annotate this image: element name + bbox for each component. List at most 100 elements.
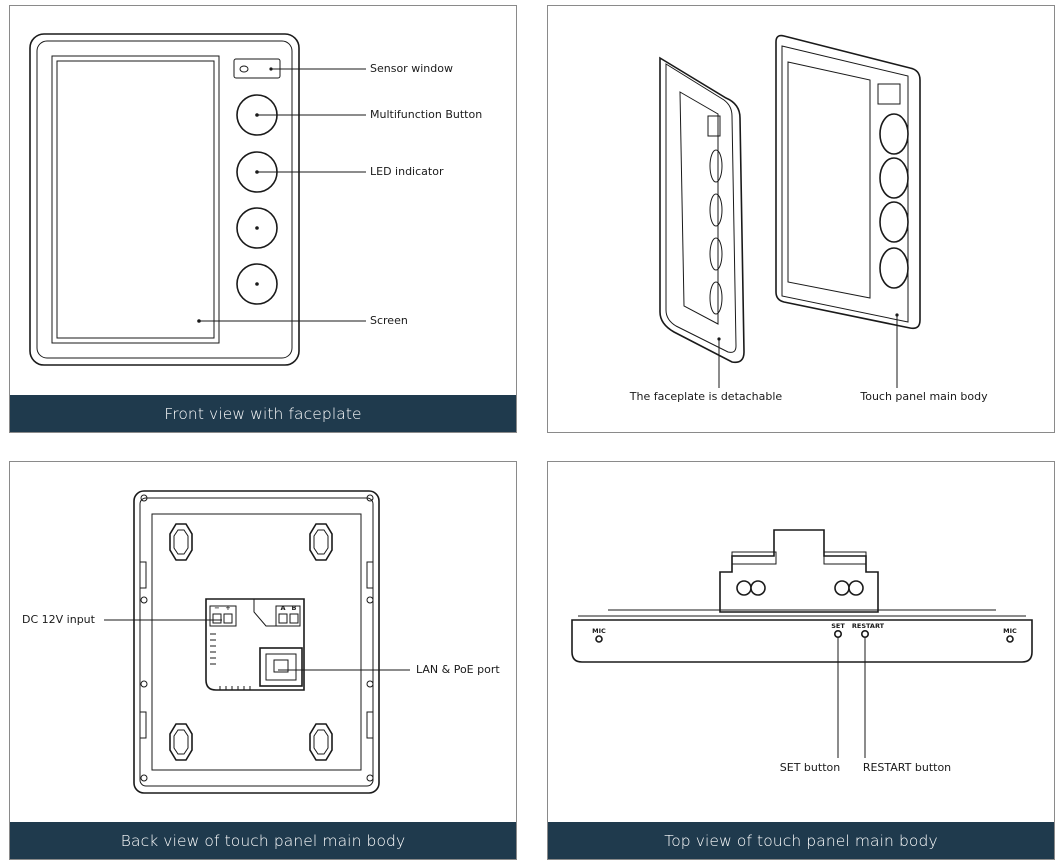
board-pins-bottom bbox=[219, 686, 251, 690]
faceplate-sensor-cutout bbox=[707, 115, 721, 137]
mounting-slot bbox=[309, 523, 333, 561]
lan-port-contacts bbox=[273, 659, 289, 673]
restart-button-label: RESTART button bbox=[863, 761, 951, 774]
dc-minus-mark: − bbox=[214, 604, 219, 612]
mounting-slot bbox=[309, 723, 333, 761]
set-button-label: SET button bbox=[780, 761, 840, 774]
top-view-panel: SET RESTART MIC MIC SET button RESTART b… bbox=[547, 461, 1055, 860]
side-clip bbox=[139, 561, 147, 589]
rear-housing-ledge bbox=[823, 551, 867, 565]
dc-plus-mark: + bbox=[225, 604, 230, 612]
screen-inner bbox=[56, 60, 215, 339]
main-body-screen bbox=[787, 61, 871, 299]
screw-hole bbox=[140, 774, 148, 782]
main-body-illustration bbox=[775, 34, 921, 330]
main-body-button-4 bbox=[879, 247, 909, 289]
rear-housing-outline bbox=[719, 529, 879, 613]
mounting-slot bbox=[169, 523, 193, 561]
back-body-inner bbox=[139, 497, 374, 787]
screw-hole bbox=[366, 680, 374, 688]
rear-port bbox=[834, 580, 850, 596]
rear-port bbox=[736, 580, 752, 596]
screw-hole bbox=[366, 596, 374, 604]
perspective-view-panel: The faceplate is detachable Touch panel … bbox=[547, 5, 1055, 433]
main-body-top bbox=[571, 609, 1033, 663]
main-body-button-3 bbox=[879, 201, 909, 243]
mounting-slot-inner bbox=[313, 529, 329, 555]
side-clip bbox=[366, 561, 374, 589]
faceplate-cutout-3 bbox=[709, 237, 723, 271]
mounting-slot-inner bbox=[173, 529, 189, 555]
rear-port bbox=[848, 580, 864, 596]
dc-terminal-minus bbox=[212, 613, 222, 624]
top-view-caption: Top view of touch panel main body bbox=[548, 822, 1054, 859]
mic-right bbox=[1006, 635, 1014, 643]
faceplate-frame bbox=[659, 56, 745, 364]
screw-hole bbox=[140, 494, 148, 502]
screw-hole bbox=[366, 494, 374, 502]
screw-hole bbox=[140, 680, 148, 688]
led-indicator-label: LED indicator bbox=[370, 165, 444, 178]
board-edge bbox=[253, 599, 276, 627]
rear-housing bbox=[719, 529, 879, 613]
mounting-slot bbox=[169, 723, 193, 761]
screw-hole bbox=[140, 596, 148, 604]
restart-button bbox=[860, 630, 869, 639]
mic-left-mark: MIC bbox=[592, 627, 606, 635]
main-body-button-1 bbox=[879, 113, 909, 155]
mounting-slot-inner bbox=[173, 729, 189, 755]
main-body-inner bbox=[781, 45, 909, 323]
back-view-drawing: − + A B DC 12V input LAN & PoE port bbox=[22, 490, 500, 794]
rear-port bbox=[750, 580, 766, 596]
terminal-b bbox=[289, 613, 299, 624]
faceplate-cutout-2 bbox=[709, 193, 723, 227]
dc-terminal-plus bbox=[223, 613, 233, 624]
sensor-lens bbox=[239, 65, 249, 73]
set-button bbox=[833, 630, 842, 639]
faceplate-inner-outline bbox=[36, 40, 293, 359]
button-4-dot bbox=[255, 282, 259, 286]
faceplate-illustration bbox=[659, 56, 745, 364]
rear-housing-ledge bbox=[731, 551, 777, 565]
dc-terminal-block bbox=[209, 605, 237, 627]
ab-terminal-block bbox=[275, 605, 301, 627]
terminal-b-mark: B bbox=[292, 604, 297, 612]
multifunction-button-label: Multifunction Button bbox=[370, 108, 482, 121]
button-3-dot bbox=[255, 226, 259, 230]
lan-port-label: LAN & PoE port bbox=[416, 663, 500, 676]
faceplate-cutout-1 bbox=[709, 149, 723, 183]
screen-label: Screen bbox=[370, 314, 408, 327]
mounting-slots bbox=[169, 523, 333, 761]
mic-left bbox=[595, 635, 603, 643]
screen-outer bbox=[51, 55, 220, 344]
dc-input-label: DC 12V input bbox=[22, 613, 96, 626]
side-clip bbox=[139, 711, 147, 739]
top-view-drawing: SET RESTART MIC MIC SET button RESTART b… bbox=[571, 529, 1033, 774]
mounting-slot-inner bbox=[313, 729, 329, 755]
faceplate-cutout-4 bbox=[709, 281, 723, 315]
faceplate-outline bbox=[29, 33, 300, 366]
mic-right-mark: MIC bbox=[1003, 627, 1017, 635]
set-mark: SET bbox=[831, 622, 845, 630]
side-clip bbox=[366, 711, 374, 739]
back-plate bbox=[151, 513, 362, 771]
main-body-button-2 bbox=[879, 157, 909, 199]
main-body-top-outline bbox=[571, 619, 1033, 663]
board-pins bbox=[210, 633, 216, 665]
front-view-caption: Front view with faceplate bbox=[10, 395, 516, 432]
terminal-a bbox=[278, 613, 288, 624]
back-view-caption: Back view of touch panel main body bbox=[10, 822, 516, 859]
perspective-view-drawing: The faceplate is detachable Touch panel … bbox=[629, 34, 988, 403]
faceplate-frame-inner bbox=[665, 63, 737, 353]
faceplate-opening bbox=[679, 91, 719, 325]
front-view-drawing: Sensor window Multifunction Button LED i… bbox=[29, 33, 482, 366]
main-body-sensor bbox=[877, 83, 901, 105]
screw-holes bbox=[140, 494, 374, 782]
lan-port-opening bbox=[265, 653, 297, 681]
front-view-panel: Sensor window Multifunction Button LED i… bbox=[9, 5, 517, 433]
restart-mark: RESTART bbox=[852, 622, 885, 630]
back-view-panel: − + A B DC 12V input LAN & PoE port Back… bbox=[9, 461, 517, 860]
screw-hole bbox=[366, 774, 374, 782]
terminal-a-mark: A bbox=[280, 604, 285, 612]
main-body-label: Touch panel main body bbox=[859, 390, 988, 403]
